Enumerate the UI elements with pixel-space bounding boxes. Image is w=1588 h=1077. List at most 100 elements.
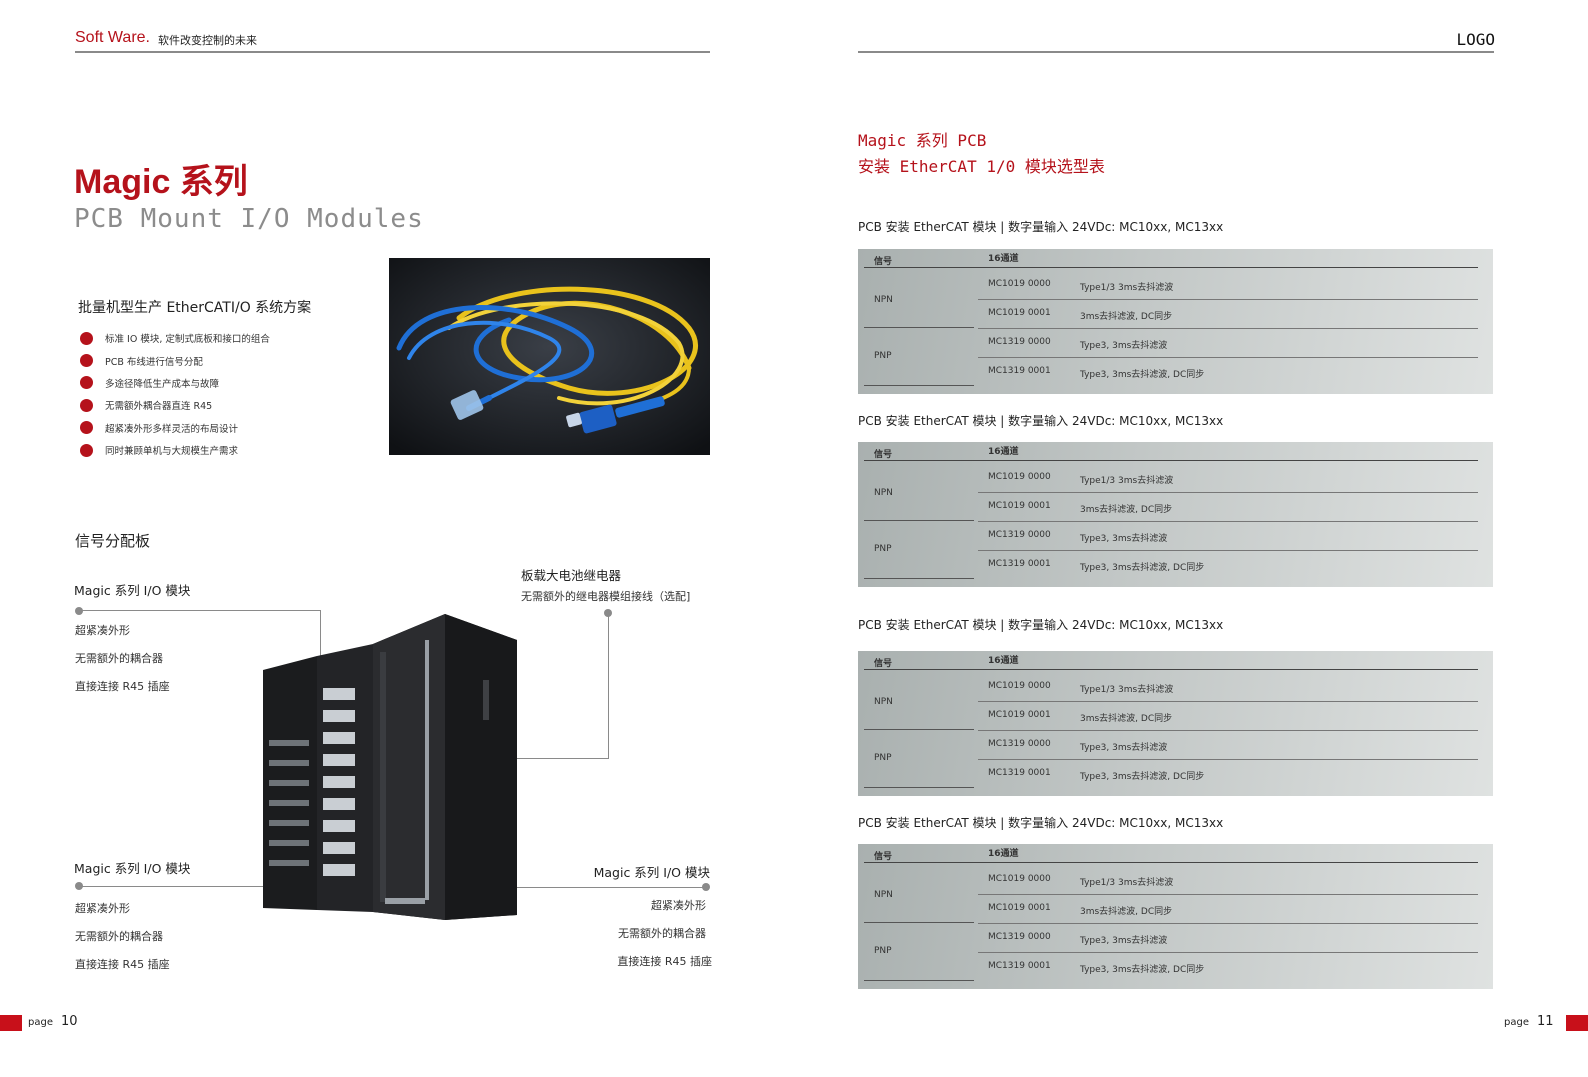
feature-item: 标准 IO 模块, 定制式底板和接口的组合 bbox=[80, 327, 270, 349]
model-cell: MC1019 0000 bbox=[988, 681, 1051, 691]
description-cell: Type3, 3ms去抖滤波 bbox=[1080, 936, 1168, 946]
model-cell: MC1319 0001 bbox=[988, 768, 1051, 778]
model-cell: MC1019 0000 bbox=[988, 874, 1051, 884]
leader-dot-icon bbox=[75, 607, 83, 615]
table-rule bbox=[864, 460, 1478, 461]
model-cell: MC1019 0001 bbox=[988, 501, 1051, 511]
description-cell: Type1/3 3ms去抖滤波 bbox=[1080, 476, 1174, 486]
table-caption: PCB 安装 EtherCAT 模块 | 数字量输入 24VDc: MC10xx… bbox=[858, 220, 1224, 234]
callout-item: 无需额外的耦合器 bbox=[75, 930, 163, 943]
table-rule bbox=[864, 520, 974, 521]
table-rule bbox=[978, 923, 1478, 924]
leader-line bbox=[79, 886, 284, 887]
table-rule bbox=[864, 385, 974, 386]
table-rule bbox=[978, 521, 1478, 522]
description-cell: Type3, 3ms去抖滤波 bbox=[1080, 341, 1168, 351]
page-title: Magic 系列 bbox=[74, 163, 248, 201]
table-rule bbox=[978, 357, 1478, 358]
solution-heading: 批量机型生产 EtherCATI/O 系统方案 bbox=[78, 300, 312, 316]
table-rule bbox=[864, 862, 1478, 863]
page-tab-marker bbox=[0, 1015, 22, 1031]
model-cell: MC1019 0001 bbox=[988, 308, 1051, 318]
brand-tagline: 软件改变控制的未来 bbox=[158, 34, 257, 47]
model-cell: MC1319 0000 bbox=[988, 337, 1051, 347]
callout-item: 无需额外的继电器模组接线（选配] bbox=[521, 590, 691, 603]
selection-table: 信号 16通道 NPN PNP MC1019 0000 Type1/3 3ms去… bbox=[858, 651, 1493, 796]
column-header: 16通道 bbox=[988, 849, 1019, 859]
description-cell: Type3, 3ms去抖滤波, DC同步 bbox=[1080, 965, 1205, 975]
table-rule bbox=[864, 980, 974, 981]
group-label: NPN bbox=[874, 890, 893, 900]
right-header-rule bbox=[858, 51, 1494, 53]
model-cell: MC1019 0001 bbox=[988, 903, 1051, 913]
model-cell: MC1019 0001 bbox=[988, 710, 1051, 720]
description-cell: Type1/3 3ms去抖滤波 bbox=[1080, 685, 1174, 695]
server-rack-image bbox=[255, 610, 525, 920]
leader-line bbox=[320, 610, 321, 686]
callout-heading: Magic 系列 I/O 模块 bbox=[74, 861, 191, 876]
left-header-rule bbox=[75, 51, 710, 53]
table-rule bbox=[978, 730, 1478, 731]
column-header: 信号 bbox=[874, 257, 893, 267]
description-cell: Type1/3 3ms去抖滤波 bbox=[1080, 878, 1174, 888]
table-rule bbox=[978, 759, 1478, 760]
page-tab-marker bbox=[1566, 1015, 1588, 1031]
group-label: PNP bbox=[874, 753, 892, 763]
feature-list: 标准 IO 模块, 定制式底板和接口的组合 PCB 布线进行信号分配 多途径降低… bbox=[80, 327, 270, 461]
column-header: 信号 bbox=[874, 659, 893, 669]
table-caption: PCB 安装 EtherCAT 模块 | 数字量输入 24VDc: MC10xx… bbox=[858, 414, 1224, 428]
description-cell: Type3, 3ms去抖滤波 bbox=[1080, 534, 1168, 544]
table-rule bbox=[864, 669, 1478, 670]
section-title: 信号分配板 bbox=[75, 532, 151, 550]
page-subtitle: PCB Mount I/O Modules bbox=[74, 204, 424, 234]
selection-table-title: Magic 系列 PCB 安装 EtherCAT 1/0 模块选型表 bbox=[858, 131, 1105, 176]
callout-heading: Magic 系列 I/O 模块 bbox=[74, 583, 191, 598]
model-cell: MC1319 0000 bbox=[988, 530, 1051, 540]
callout-item: 直接连接 R45 插座 bbox=[75, 680, 170, 693]
feature-item: 超紧凑外形多样灵活的布局设计 bbox=[80, 417, 270, 439]
table-rule bbox=[864, 327, 974, 328]
table-rule bbox=[978, 701, 1478, 702]
description-cell: 3ms去抖滤波, DC同步 bbox=[1080, 312, 1173, 322]
model-cell: MC1019 0000 bbox=[988, 472, 1051, 482]
callout-item: 直接连接 R45 插座 bbox=[75, 958, 170, 971]
description-cell: 3ms去抖滤波, DC同步 bbox=[1080, 907, 1173, 917]
table-rule bbox=[864, 787, 974, 788]
callout-item: 无需额外的耦合器 bbox=[618, 927, 706, 940]
description-cell: 3ms去抖滤波, DC同步 bbox=[1080, 505, 1173, 515]
table-rule bbox=[978, 894, 1478, 895]
group-label: PNP bbox=[874, 946, 892, 956]
brand-name: Soft Ware. bbox=[75, 29, 150, 46]
feature-item: 同时兼顾单机与大规模生产需求 bbox=[80, 439, 270, 461]
table-rule bbox=[864, 922, 974, 923]
group-label: NPN bbox=[874, 697, 893, 707]
callout-item: 无需额外的耦合器 bbox=[75, 652, 163, 665]
group-label: NPN bbox=[874, 295, 893, 305]
table-rule bbox=[978, 328, 1478, 329]
table-rule bbox=[978, 492, 1478, 493]
group-label: PNP bbox=[874, 544, 892, 554]
feature-item: PCB 布线进行信号分配 bbox=[80, 349, 270, 371]
group-label: PNP bbox=[874, 351, 892, 361]
table-caption: PCB 安装 EtherCAT 模块 | 数字量输入 24VDc: MC10xx… bbox=[858, 618, 1224, 632]
leader-line bbox=[608, 613, 609, 759]
feature-item: 多途径降低生产成本与故障 bbox=[80, 372, 270, 394]
model-cell: MC1019 0000 bbox=[988, 279, 1051, 289]
table-caption: PCB 安装 EtherCAT 模块 | 数字量输入 24VDc: MC10xx… bbox=[858, 816, 1224, 830]
table-rule bbox=[978, 299, 1478, 300]
callout-item: 超紧凑外形 bbox=[75, 624, 130, 637]
table-rule bbox=[978, 952, 1478, 953]
callout-heading: Magic 系列 I/O 模块 bbox=[593, 865, 710, 880]
leader-line bbox=[419, 887, 705, 888]
column-header: 16通道 bbox=[988, 656, 1019, 666]
description-cell: Type3, 3ms去抖滤波 bbox=[1080, 743, 1168, 753]
logo: LOGO bbox=[1456, 30, 1495, 49]
bullet-dot-icon bbox=[80, 398, 93, 412]
description-cell: 3ms去抖滤波, DC同步 bbox=[1080, 714, 1173, 724]
bullet-dot-icon bbox=[80, 354, 93, 368]
leader-line bbox=[79, 610, 320, 611]
description-cell: Type3, 3ms去抖滤波, DC同步 bbox=[1080, 772, 1205, 782]
table-rule bbox=[864, 578, 974, 579]
callout-heading: 板载大电池继电器 bbox=[521, 568, 622, 583]
bullet-dot-icon bbox=[80, 421, 93, 435]
